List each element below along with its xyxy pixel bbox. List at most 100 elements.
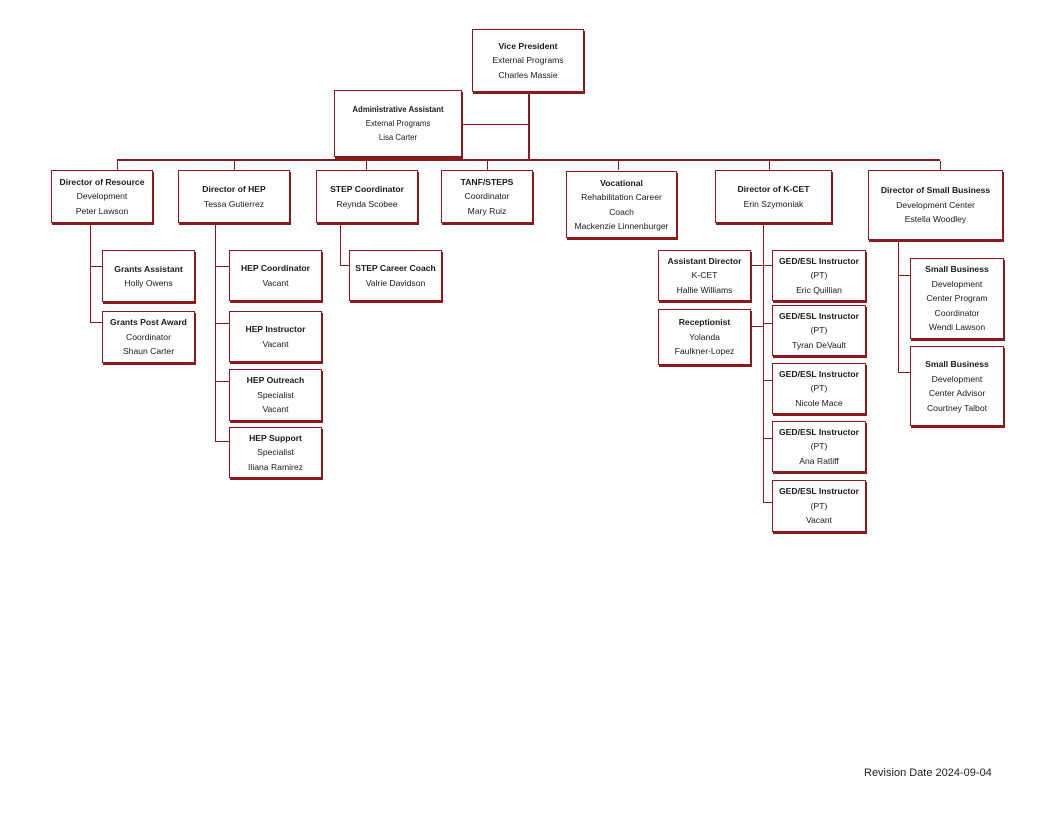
org-box-ged4: GED/ESL Instructor(PT)Ana Ratliff	[772, 421, 866, 472]
org-box-line: K-CET	[691, 270, 718, 281]
org-box-title: HEP Support	[249, 432, 302, 443]
org-box-title: Administrative Assistant	[352, 104, 444, 114]
ged-connector-2	[763, 323, 772, 324]
ged-connector-3	[763, 380, 772, 381]
org-box-line: Shaun Carter	[122, 346, 175, 357]
org-box-line: Charles Massie	[498, 69, 558, 80]
org-box-title: HEP Instructor	[245, 324, 306, 334]
sbdc-prog-connector	[898, 275, 910, 276]
grants-asst-connector	[90, 266, 102, 267]
org-box-line: Tessa Gutierrez	[203, 198, 265, 209]
hep-connector-4	[215, 441, 229, 442]
org-box-title: GED/ESL Instructor	[778, 368, 860, 379]
org-box-title: STEP Coordinator	[330, 184, 404, 194]
org-box-line: Courtney Talbot	[926, 402, 988, 413]
org-box-line: Mackenzie Linnenburger	[574, 221, 669, 231]
branch-drop-line-6	[769, 161, 770, 170]
org-box-line: Iliana Ramirez	[248, 461, 303, 472]
branch-drop-line-5	[618, 161, 619, 170]
org-box-line: Specialist	[257, 389, 294, 400]
org-box-line: Coordinator	[126, 331, 171, 342]
org-box-line: Lisa Carter	[378, 132, 418, 142]
main-horizontal-line	[117, 159, 940, 161]
org-box-line: (PT)	[810, 270, 828, 281]
branch-drop-line-4	[487, 161, 488, 170]
org-box-title: STEP Career Coach	[355, 263, 436, 273]
org-box-ged1: GED/ESL Instructor(PT)Eric Quillian	[772, 250, 866, 301]
org-box-title: Assistant Director	[667, 255, 742, 266]
ged-connector-5	[763, 502, 772, 503]
org-box-title: Grants Assistant	[114, 263, 183, 274]
step-coach-connector	[340, 265, 349, 266]
org-box-title: HEP Coordinator	[240, 263, 311, 273]
org-box-line: Mary Ruiz	[467, 205, 507, 216]
ged-connector-1	[763, 265, 772, 266]
branch-drop-line-2	[234, 161, 235, 170]
org-box-line: Peter Lawson	[75, 205, 129, 216]
org-box-line: Nicole Mace	[795, 397, 843, 408]
org-box-line: Vacant	[805, 515, 833, 526]
org-box-line: (PT)	[810, 500, 828, 511]
org-box-title: Small Business	[925, 359, 989, 369]
sbdc-adv-connector	[898, 372, 910, 373]
org-box-title: GED/ESL Instructor	[778, 255, 860, 266]
org-box-line: Erin Szymoniak	[743, 198, 804, 209]
reception-connector	[751, 326, 763, 327]
org-box-line: Coordinator	[934, 307, 980, 318]
org-box-title: Receptionist	[678, 317, 731, 328]
org-box-line: Faulkner-Lopez	[674, 346, 735, 357]
resdev-vertical-line	[90, 223, 91, 323]
org-box-title: GED/ESL Instructor	[778, 486, 860, 497]
org-box-line: Vacant	[262, 404, 289, 415]
kcet-vertical-line	[763, 223, 764, 503]
org-box-line: Specialist	[257, 447, 294, 458]
org-box-title: GED/ESL Instructor	[778, 310, 860, 321]
org-box-title: GED/ESL Instructor	[778, 426, 860, 437]
org-box-title: HEP Outreach	[246, 375, 305, 386]
sbdc-vertical-line	[898, 240, 899, 372]
branch-drop-line-1	[117, 161, 118, 170]
branch-drop-line-7	[940, 161, 941, 170]
ged-connector-4	[763, 438, 772, 439]
org-box-line: External Programs	[365, 118, 431, 128]
org-box-line: Development	[76, 191, 128, 202]
org-box-line: Development	[931, 278, 983, 289]
org-box-line: (PT)	[810, 383, 828, 394]
org-box-line: Vacant	[262, 277, 289, 288]
org-box-line: Ana Ratliff	[799, 455, 839, 466]
org-box-ged5: GED/ESL Instructor (PT) Vacant	[772, 480, 866, 532]
hep-connector-1	[215, 266, 229, 267]
org-box-line: Center Program	[926, 293, 988, 304]
org-box-line: Holly Owens	[124, 278, 173, 288]
org-box-line: Yolanda	[689, 331, 720, 342]
org-box-title: Vice President	[498, 40, 558, 51]
vp-trunk-line	[528, 92, 530, 160]
org-box-line: Wendi Lawson	[928, 322, 986, 333]
org-box-ged3: GED/ESL Instructor (PT) Nicole Mace	[772, 363, 866, 414]
org-box-line: Valrie Davidson	[365, 277, 426, 288]
org-box-line: Rehabilitation Career	[581, 192, 662, 202]
org-box-title: Director of Resource	[59, 176, 145, 187]
org-box-line: Coordinator	[464, 191, 510, 202]
revision-date: Revision Date 2024-09-04	[864, 767, 992, 779]
step-vertical-line	[340, 223, 341, 265]
branch-drop-line-3	[366, 161, 367, 170]
